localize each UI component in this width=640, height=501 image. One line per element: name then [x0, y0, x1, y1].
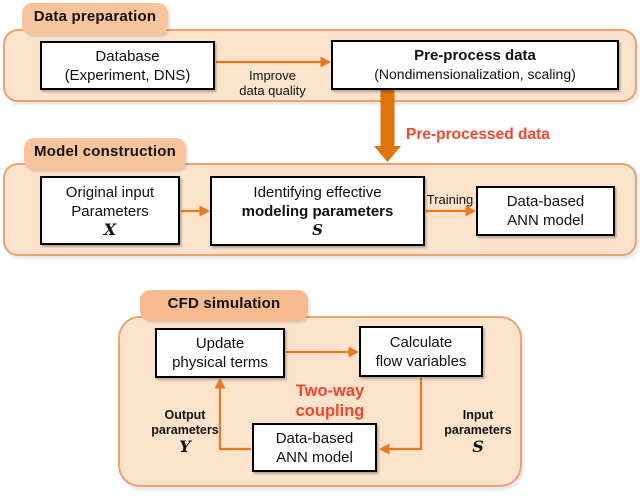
tab-data-preparation: Data preparation — [22, 3, 168, 35]
update-box-line1: Update — [195, 335, 245, 352]
input-label-symbol: S — [472, 437, 484, 456]
improve-label-line2: data quality — [239, 83, 306, 98]
output-label-line2: parameters — [151, 423, 219, 437]
calculate-flow-variables-box: Calculate flow variables — [359, 326, 483, 377]
identifying-box-symbol: S — [312, 221, 323, 239]
input-parameters-label: Input parameters S — [436, 408, 520, 456]
input-label-line1: Input — [462, 408, 494, 422]
database-box-line2: (Experiment, DNS) — [64, 66, 191, 84]
original-input-line2: Parameters — [71, 202, 149, 220]
training-label: Training — [426, 192, 474, 207]
database-box-line1: Database — [95, 47, 160, 65]
output-parameters-label: Output parameters Y — [143, 408, 227, 456]
original-input-line1: Original input — [65, 183, 155, 201]
original-input-symbol: X — [103, 219, 117, 239]
output-label-line1: Output — [164, 408, 206, 422]
coupling-label-line2: coupling — [295, 402, 365, 420]
update-physical-terms-box: Update physical terms — [155, 328, 285, 378]
tab-cfd-simulation: CFD simulation — [140, 290, 308, 321]
calculate-box-line2: flow variables — [375, 352, 467, 370]
original-input-box: Original input Parameters X — [40, 176, 180, 245]
identifying-parameters-box: Identifying effective modeling parameter… — [210, 176, 425, 246]
update-box-line2: physical terms — [172, 354, 268, 371]
two-way-coupling-label: Two-way coupling — [270, 381, 390, 421]
cfd-ann-model-box: Data-based ANN model — [252, 423, 377, 472]
identifying-box-line2: modeling parameters — [241, 203, 394, 220]
input-label-line2: parameters — [444, 423, 512, 437]
improve-data-quality-label: Improve data quality — [225, 68, 320, 98]
tab-model-construction: Model construction — [24, 138, 186, 170]
improve-label-line1: Improve — [249, 68, 296, 83]
ann-model-line2: ANN model — [507, 212, 584, 229]
coupling-label-line1: Two-way — [295, 382, 365, 400]
calculate-box-line1: Calculate — [389, 333, 453, 351]
output-label-symbol: Y — [179, 437, 191, 456]
preprocess-box-line1: Pre-process data — [414, 47, 536, 64]
ann-model-line1: Data-based — [506, 193, 585, 210]
preprocess-data-box: Pre-process data (Nondimensionalization,… — [331, 40, 619, 90]
cfd-ann-line2: ANN model — [276, 448, 353, 466]
ann-model-box: Data-based ANN model — [476, 186, 615, 236]
identifying-box-line1: Identifying effective — [253, 184, 382, 201]
preprocessed-data-label: Pre-processed data — [406, 126, 550, 143]
database-box: Database (Experiment, DNS) — [40, 41, 215, 90]
cfd-ann-line1: Data-based — [275, 429, 354, 447]
preprocess-box-line2: (Nondimensionalization, scaling) — [374, 66, 576, 82]
